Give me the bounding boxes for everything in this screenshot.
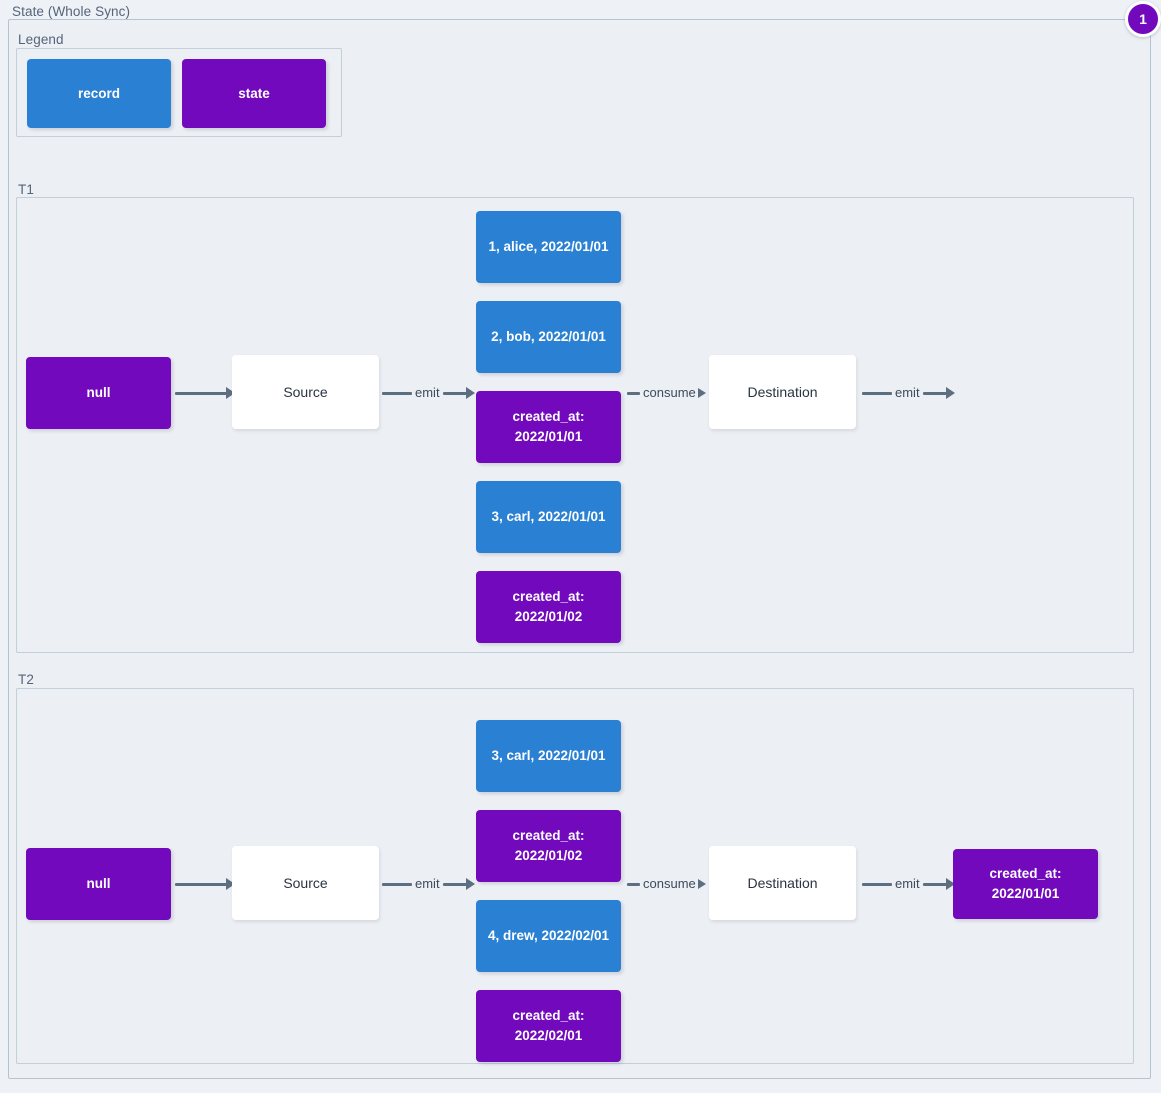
arrow-head-icon [945,387,955,399]
t1-edge-emit-label: emit [415,384,440,400]
edge-line [175,391,227,395]
legend-chip-record[interactable]: record [27,59,171,128]
page-title: State (Whole Sync) [12,4,131,19]
state-value-label: 2022/01/02 [514,609,583,624]
t2-stream-item-3[interactable]: created_at: 2022/02/01 [476,990,621,1062]
t1-destination-node[interactable]: Destination [709,355,856,429]
edge-line [382,391,412,395]
t2-initial-state-node[interactable]: null [26,848,171,920]
legend-box: record state [16,48,342,137]
t2-edge-consume: consume [627,875,706,893]
t1-stream-item-3[interactable]: 3, carl, 2022/01/01 [476,481,621,553]
t1-stream-item-2[interactable]: created_at: 2022/01/01 [476,391,621,463]
state-key-label: created_at: [512,1008,585,1024]
t2-source-node[interactable]: Source [232,846,379,920]
state-value-label: 2022/01/02 [514,848,583,863]
legend-chip-state[interactable]: state [182,59,326,128]
state-key-label: created_at: [512,828,585,844]
t2-panel: null Source emit 3, carl, 2022/01/01 cre… [16,688,1134,1064]
edge-line [627,882,640,886]
state-value-label: 2022/01/01 [514,429,583,444]
edge-line [862,391,892,395]
arrow-head-icon [697,388,706,398]
edge-line [627,391,640,395]
arrow-head-icon [226,387,235,399]
t1-stream-item-1[interactable]: 2, bob, 2022/01/01 [476,301,621,373]
legend-items: record state [17,49,326,128]
state-key-label: created_at: [512,409,585,425]
t1-edge-consume: consume [627,384,706,402]
t2-stream-item-1[interactable]: created_at: 2022/01/02 [476,810,621,882]
t1-edge-emit-source: emit [382,384,475,402]
t1-edge-emit-out-label: emit [895,384,920,400]
t1-stream-item-4[interactable]: created_at: 2022/01/02 [476,571,621,643]
t1-edge-consume-label: consume [643,384,696,400]
arrow-head-icon [697,879,706,889]
state-value-label: 2022/01/01 [991,886,1060,901]
arrow-head-icon [465,878,475,890]
t2-edge-emit-label: emit [415,875,440,891]
t2-destination-node[interactable]: Destination [709,846,856,920]
t2-stream-item-0[interactable]: 3, carl, 2022/01/01 [476,720,621,792]
t2-title: T2 [18,672,34,687]
edge-line [922,391,947,395]
t2-stream-item-2[interactable]: 4, drew, 2022/02/01 [476,900,621,972]
t2-edge-emit-out-label: emit [895,875,920,891]
t1-source-node[interactable]: Source [232,355,379,429]
edge-line [175,882,227,886]
t1-stream-item-0[interactable]: 1, alice, 2022/01/01 [476,211,621,283]
state-value-label: 2022/02/01 [514,1028,583,1043]
arrow-head-icon [465,387,475,399]
arrow-head-icon [945,878,955,890]
t2-edge-emit-destination: emit [862,875,955,893]
arrow-head-icon [226,878,235,890]
edge-line [442,391,467,395]
t2-final-state-node[interactable]: created_at: 2022/01/01 [953,849,1098,919]
edge-line [922,882,947,886]
edge-line [442,882,467,886]
t2-edge-consume-label: consume [643,875,696,891]
t2-edge-emit-source: emit [382,875,475,893]
t1-panel: null Source emit 1, alice, 2022/01/01 2,… [16,197,1134,653]
edge-line [382,882,412,886]
state-key-label: created_at: [989,866,1062,882]
legend-title: Legend [18,32,64,47]
t2-edge-state-to-source [175,875,235,893]
t1-edge-emit-destination: emit [862,384,955,402]
t1-title: T1 [18,182,34,197]
edge-line [862,882,892,886]
status-badge[interactable]: 1 [1125,1,1161,37]
t1-edge-state-to-source [175,384,235,402]
state-key-label: created_at: [512,589,585,605]
t1-initial-state-node[interactable]: null [26,357,171,429]
